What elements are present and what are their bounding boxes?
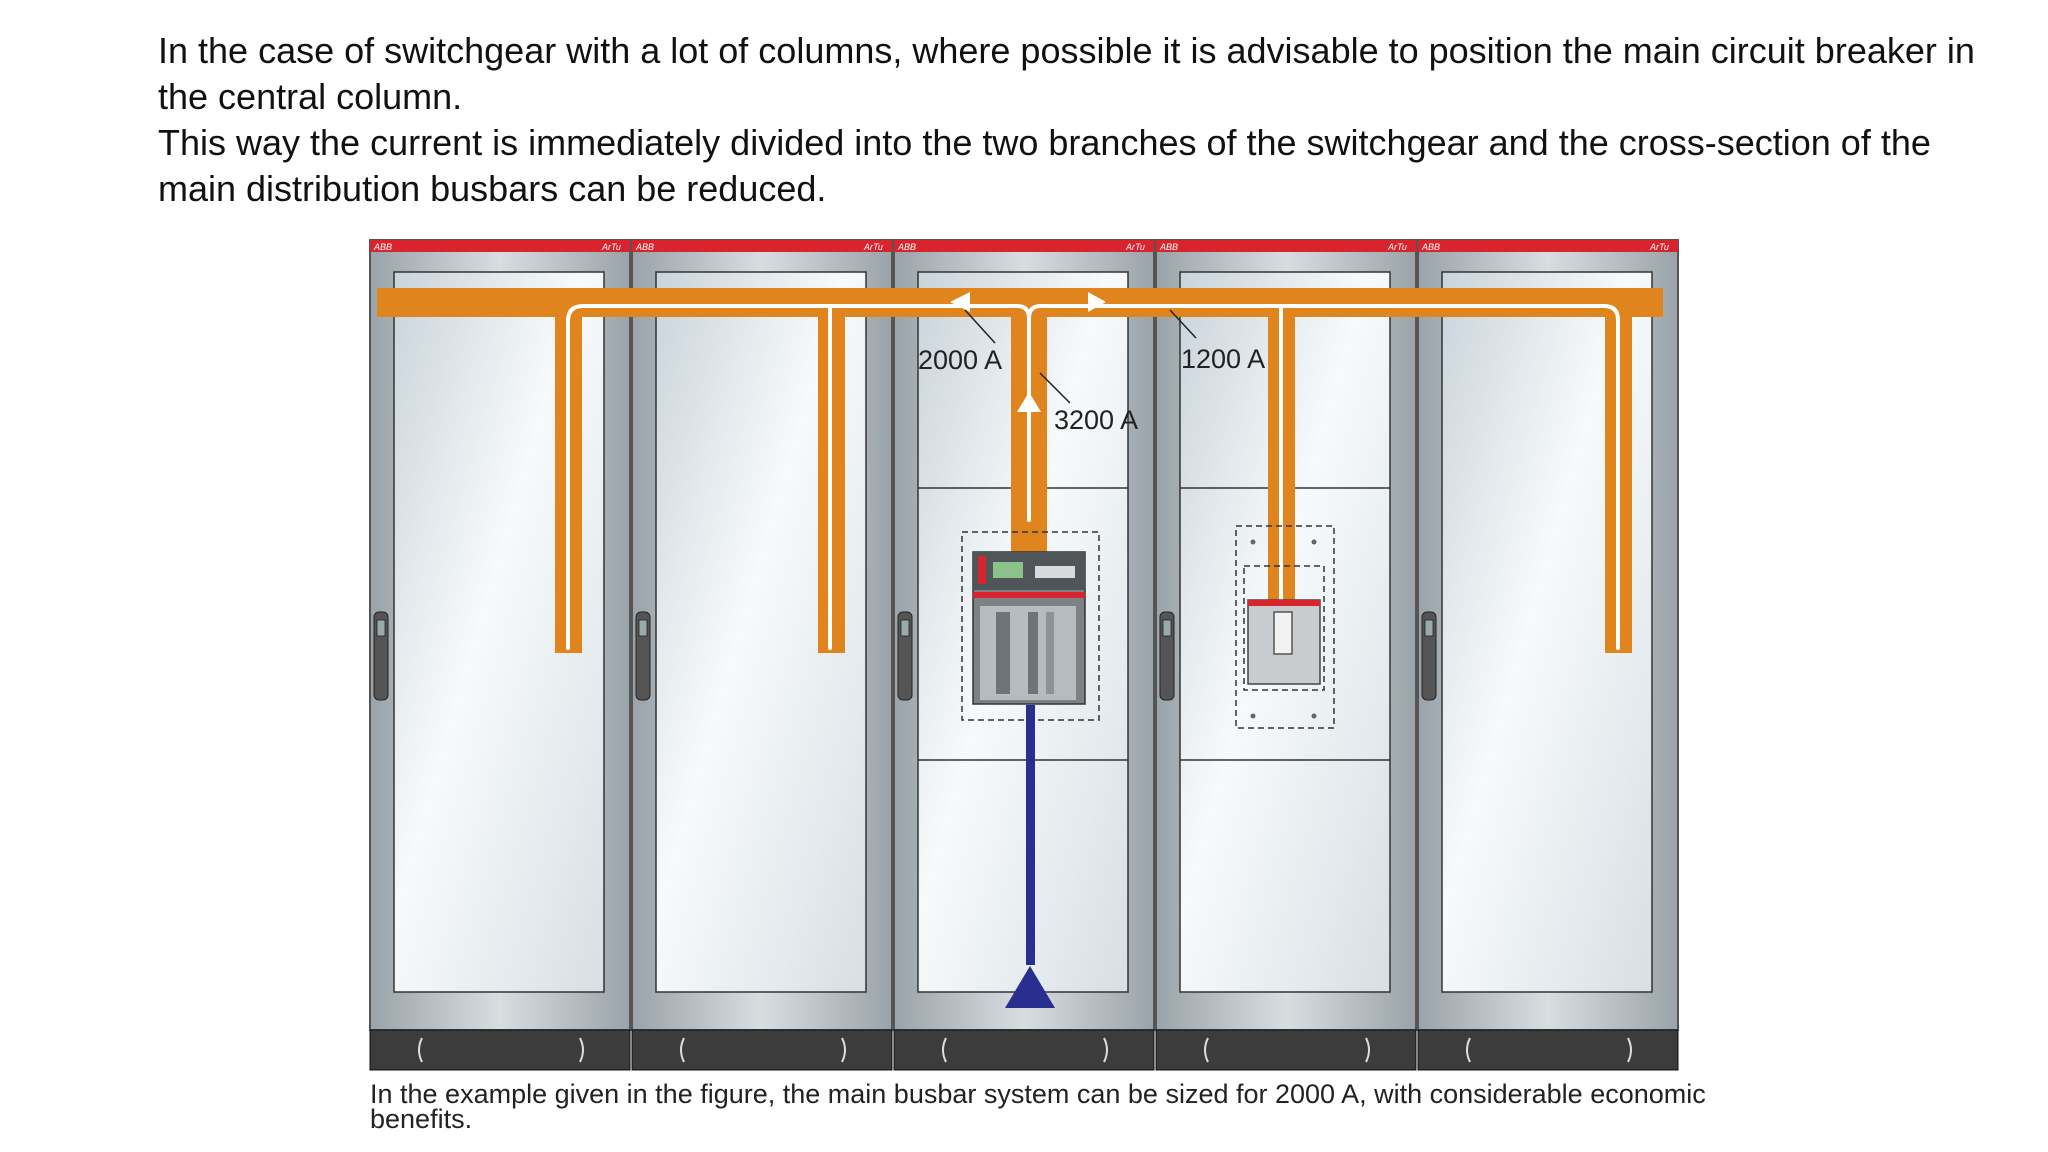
intro-text: In the case of switchgear with a lot of … [158,28,1998,212]
cabinet-plinth [893,1029,1155,1071]
incoming-arrow-icon [1005,966,1055,1008]
cabinet-plinth [369,1029,631,1071]
cabinet-model: ArTu [601,242,621,252]
door-handle-icon [1159,611,1175,701]
door-handle-icon [897,611,913,701]
cabinet-model: ArTu [863,242,883,252]
cabinet-brand: ABB [1421,242,1440,252]
intro-paragraph-2: This way the current is immediately divi… [158,122,1931,209]
up-flow-arrow-icon [1017,392,1041,412]
label-1200a: 1200 A [1181,344,1265,374]
main-circuit-breaker [961,531,1100,721]
current-flow-lines [566,304,1620,650]
cabinet-brand: ABB [373,242,392,252]
cabinet-column-1: ABB ArTu [369,239,631,1071]
cabinet-plinth [1417,1029,1679,1071]
flow-arrowheads [950,292,1106,412]
figure-caption: In the example given in the figure, the … [370,1079,1706,1134]
door-handle-icon [1421,611,1437,701]
cabinet-column-5: ABB ArTu [1417,239,1679,1071]
main-busbar [377,288,1663,560]
cabinet-brand: ABB [1159,242,1178,252]
door-handle-icon [373,611,389,701]
cabinet-model: ArTu [1125,242,1145,252]
label-leader-lines [964,309,1197,404]
label-2000a: 2000 A [918,345,1002,375]
cabinet-column-2: ABB ArTu [631,239,893,1071]
door-handle-icon [635,611,651,701]
cabinet-brand: ABB [635,242,654,252]
label-3200a: 3200 A [1054,405,1138,435]
outgoing-circuit-breaker [1235,525,1335,729]
cabinet-plinth [1155,1029,1417,1071]
cabinet-brand: ABB [897,242,916,252]
cabinet-model: ArTu [1649,242,1669,252]
cabinet-columns: ABB ArTu ABB ArTu ABB ArTu ABB ArTu ABB ArTu [369,239,1679,1071]
cabinet-model: ArTu [1387,242,1407,252]
incoming-supply-cable [1005,705,1055,1008]
intro-paragraph-1: In the case of switchgear with a lot of … [158,30,1975,117]
cabinet-plinth [631,1029,893,1071]
left-flow-arrow-icon [950,292,970,312]
